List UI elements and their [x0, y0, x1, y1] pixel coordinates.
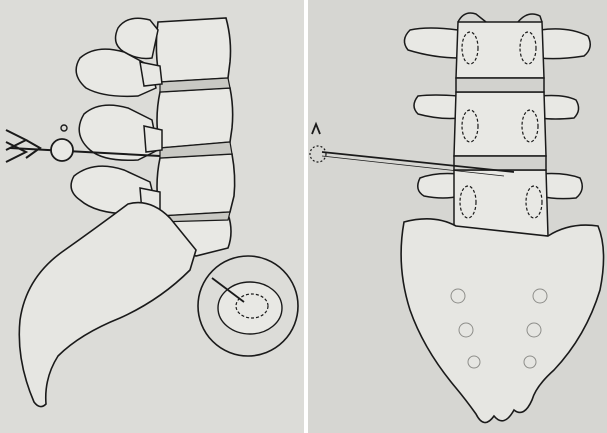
lateral-vertebra-3: [157, 154, 235, 216]
posterior-disc-1: [456, 78, 544, 92]
lateral-view-panel: [0, 0, 304, 433]
posterior-vertebral-bodies: [454, 13, 548, 236]
lateral-vertebra-1: [156, 18, 230, 82]
facet-2: [144, 126, 162, 152]
disc-cross-section-inset: [198, 256, 298, 356]
posterior-vertebra-1: [456, 22, 544, 78]
transverse-process-left-2: [414, 95, 460, 119]
lateral-vertebra-2: [157, 88, 233, 148]
posterior-vertebra-2: [454, 92, 546, 156]
lateral-view-illustration: [0, 0, 304, 433]
posterior-view-panel: [308, 0, 607, 433]
posterior-view-illustration: [308, 0, 607, 433]
transverse-process-right-2: [540, 96, 579, 120]
transverse-process-right-1: [540, 29, 590, 59]
facet-1: [140, 62, 162, 86]
lateral-needle-hub: [51, 139, 73, 161]
posterior-vertebra-3: [454, 170, 548, 236]
